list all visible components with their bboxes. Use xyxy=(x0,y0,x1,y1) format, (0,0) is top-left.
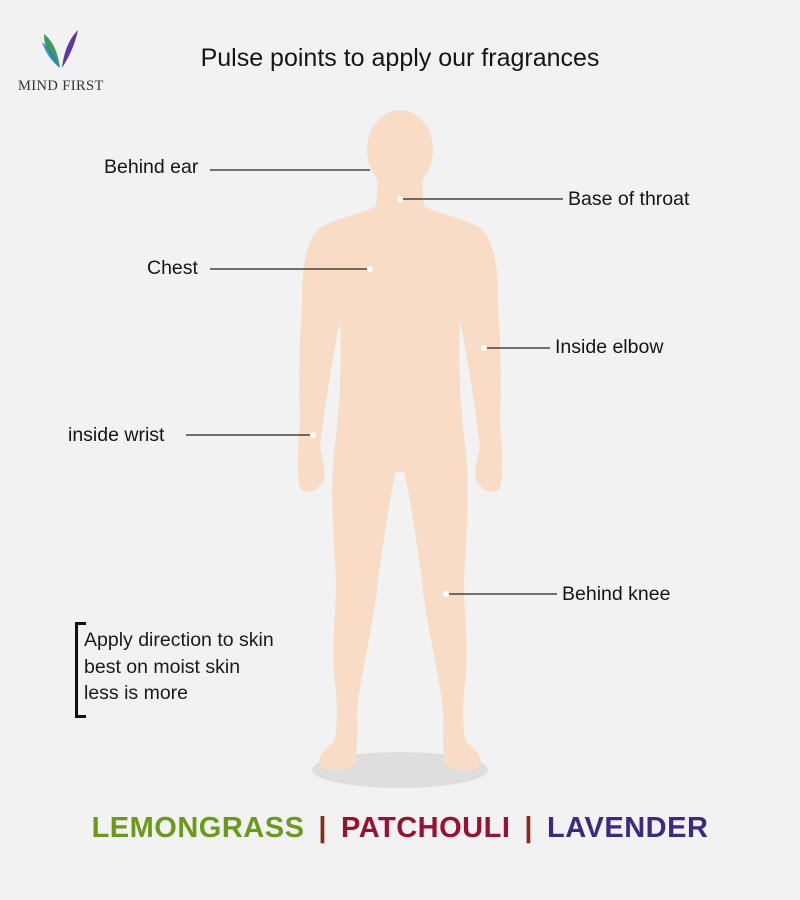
tip-line: less is more xyxy=(84,682,189,704)
brand-name: MIND FIRST xyxy=(18,78,104,94)
page-title: Pulse points to apply our fragrances xyxy=(200,44,600,72)
fragrance-lemongrass: LEMONGRASS xyxy=(91,812,305,844)
tip-line: best on moist skin xyxy=(84,655,241,678)
fragrance-patchouli: PATCHOULI xyxy=(341,812,511,844)
butterfly-logo-icon xyxy=(42,30,78,68)
tip-line: Apply direction to skin xyxy=(84,629,274,651)
brand-logo: MIND FIRST xyxy=(18,28,108,98)
tips-bracket xyxy=(75,622,86,718)
application-tips: Apply direction to skin best on moist sk… xyxy=(75,622,315,718)
label-base-of-throat: Base of throat xyxy=(568,188,690,210)
leader-lines xyxy=(186,169,563,595)
label-behind-knee: Behind knee xyxy=(562,583,671,605)
label-inside-elbow: Inside elbow xyxy=(555,336,664,358)
label-chest: Chest xyxy=(147,257,198,279)
label-inside-wrist: inside wrist xyxy=(68,424,165,446)
separator: | xyxy=(318,812,328,844)
pulse-markers xyxy=(310,196,487,597)
body-silhouette xyxy=(297,110,503,770)
fragrance-lavender: LAVENDER xyxy=(547,812,709,844)
separator: | xyxy=(524,812,534,844)
label-behind-ear: Behind ear xyxy=(104,156,199,178)
fragrance-list: LEMONGRASS | PATCHOULI | LAVENDER xyxy=(0,812,800,845)
